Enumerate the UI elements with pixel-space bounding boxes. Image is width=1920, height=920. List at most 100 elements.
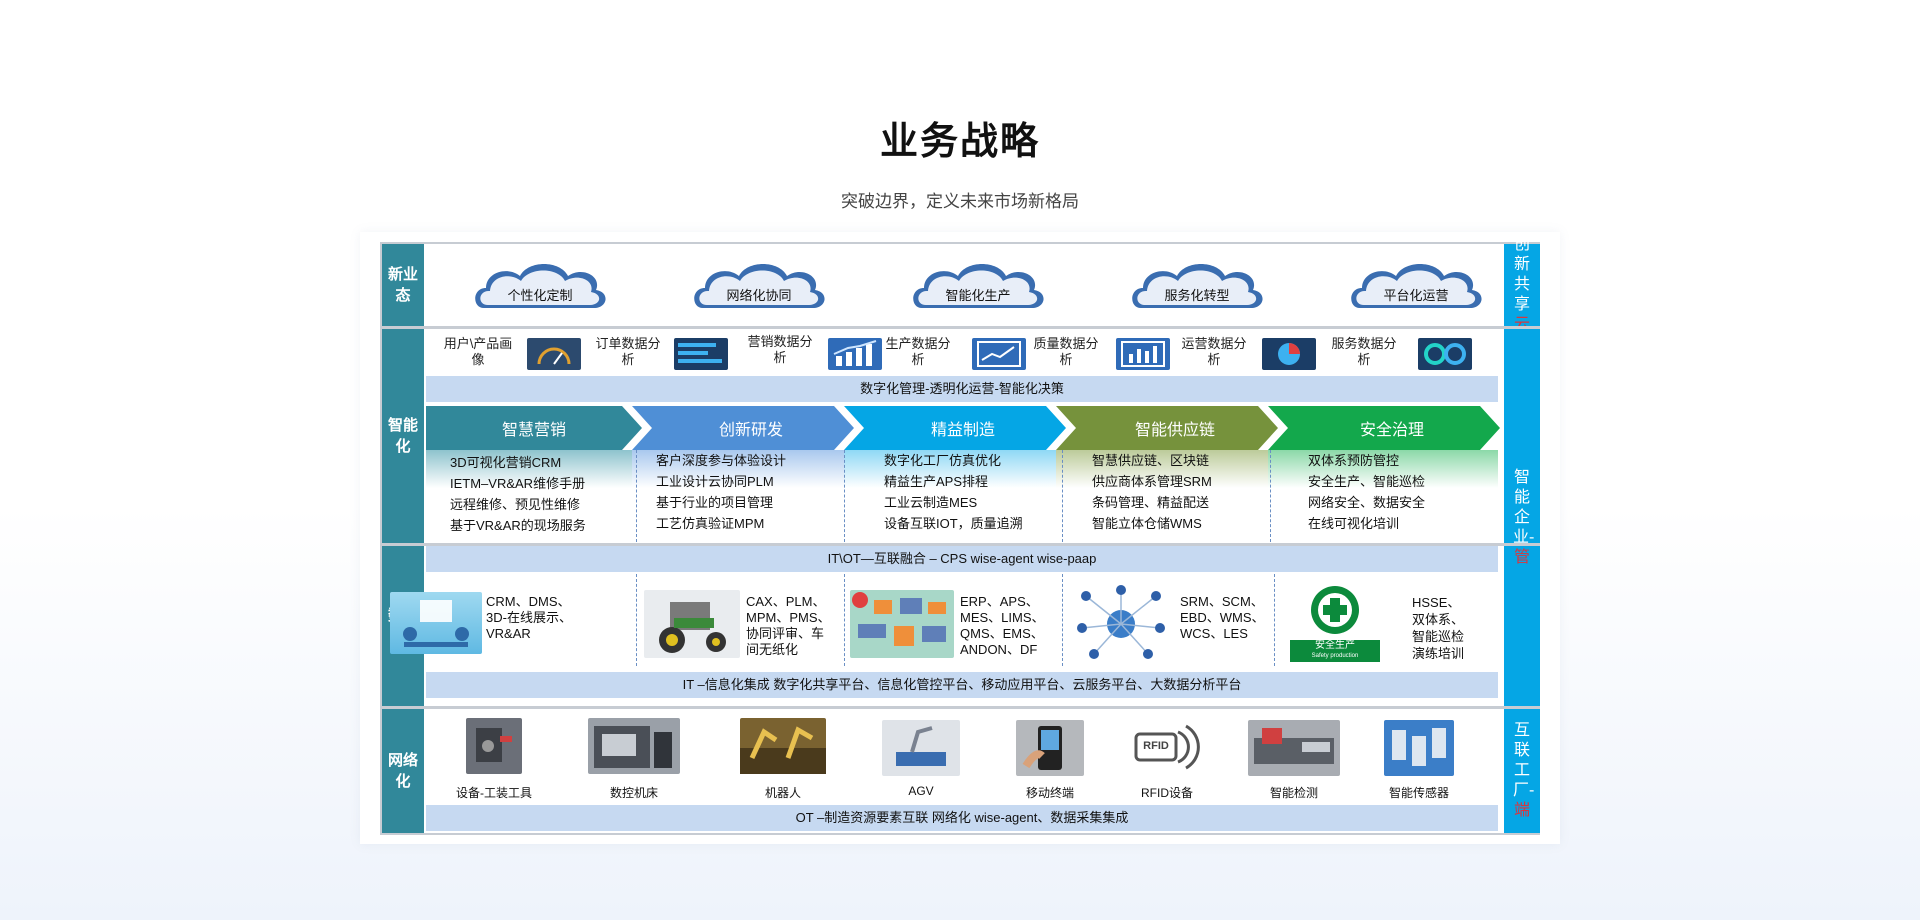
page-title: 业务战略: [879, 121, 1040, 163]
system-line: 3D-在线展示、: [486, 610, 572, 625]
analysis-label-production: 生产数据分析: [885, 336, 951, 367]
cloud-label: 个性化定制: [507, 288, 573, 303]
right-label-cloud-text: 创新共享: [1513, 236, 1530, 313]
list-item: 3D可视化营销CRM: [450, 455, 562, 470]
cloud-smart-production: 智能化生产: [908, 258, 1048, 314]
system-line: VR&AR: [486, 626, 531, 641]
digital-text-erp: ERP、APS、 MES、LIMS、 QMS、EMS、 ANDON、DF: [960, 594, 1056, 658]
robot-line-image: [740, 718, 826, 774]
pie-chart-icon: [1262, 338, 1316, 370]
dashed-separator: [1062, 574, 1063, 666]
cloud-icon: [694, 264, 825, 308]
list-item: 工业云制造MES: [884, 495, 978, 510]
system-line: 双体系、: [1412, 612, 1465, 627]
bar-ot-network: OT –制造资源要素互联 网络化 wise-agent、数据采集集成: [426, 805, 1498, 831]
device-label-agv: AGV: [908, 784, 934, 798]
chevron-fade: [844, 450, 1056, 488]
device-label-mobile: 移动终端: [1025, 786, 1074, 800]
bar-it-integration: IT –信息化集成 数字化共享平台、信息化管控平台、移动应用平台、云服务平台、大…: [426, 672, 1498, 698]
list-item: 基于VR&AR的现场服务: [450, 518, 586, 533]
cloud-network-collab: 网络化协同: [689, 258, 829, 314]
list-item: 智能立体仓储WMS: [1092, 516, 1202, 531]
cloud-icon: [1351, 264, 1482, 308]
tractor-image: [644, 590, 740, 658]
list-item: 供应商体系管理SRM: [1092, 474, 1212, 489]
analysis-label-operations: 运营数据分析: [1181, 336, 1247, 367]
list-safety-governance: 双体系预防管控 安全生产、智能巡检 网络安全、数据安全 在线可视化培训: [1308, 450, 1488, 534]
list-item: IETM–VR&AR维修手册: [450, 476, 586, 491]
right-label-enterprise-text: 智能企业-: [1513, 468, 1535, 546]
business-strategy-diagram: 新业态 智能化 数字化 网络化 创新共享云 智能企业-管 互联工厂-端 个性化定…: [380, 236, 1540, 835]
gauge-icon: [527, 338, 581, 370]
chevron-fade: [632, 450, 844, 488]
system-line: 协同评审、车: [746, 626, 825, 641]
bar-it-ot-fusion: IT\OT—互联融合 – CPS wise-agent wise-paap: [426, 546, 1498, 572]
row-label-network: 网络化: [382, 709, 424, 833]
device-label-rfid: RFID设备: [1141, 786, 1193, 800]
page-heading: 业务战略 突破边界，定义未来市场新格局: [0, 110, 1920, 212]
list-item: 工艺仿真验证MPM: [656, 516, 765, 531]
system-line: MES、LIMS、: [960, 610, 1045, 625]
system-line: WCS、LES: [1180, 626, 1248, 641]
system-line: QMS、EMS、: [960, 626, 1044, 641]
system-line: CAX、PLM、: [746, 594, 826, 609]
list-item: 智慧供应链、区块链: [1092, 453, 1210, 468]
crm-screen-image: [390, 592, 482, 654]
list-item: 数字化工厂仿真优化: [884, 453, 1002, 468]
row-label-new-business: 新业态: [382, 244, 424, 326]
chevron-fade: [1268, 450, 1498, 488]
analysis-label-quality: 质量数据分析: [1033, 336, 1099, 367]
dashed-separator: [636, 450, 637, 542]
inspection-image: [1248, 720, 1340, 776]
right-label-factory-text: 互联工厂-: [1513, 722, 1535, 799]
chevron-lean-manufacturing: 精益制造: [844, 406, 1066, 450]
cloud-icon: [1132, 264, 1263, 308]
rfid-icon: RFID: [1132, 718, 1202, 774]
list-item: 精益生产APS排程: [884, 474, 989, 489]
list-lean-manufacturing: 数字化工厂仿真优化 精益生产APS排程 工业云制造MES 设备互联IOT，质量追…: [884, 450, 1060, 534]
list-item: 条码管理、精益配送: [1092, 495, 1210, 510]
system-line: ANDON、DF: [960, 642, 1038, 657]
cnc-machine-image: [588, 718, 680, 774]
bar-list-icon: [674, 338, 728, 370]
system-line: CRM、DMS、: [486, 594, 571, 609]
system-line: EBD、WMS、: [1180, 610, 1265, 625]
supply-network-image: [1072, 584, 1170, 662]
list-item: 在线可视化培训: [1308, 516, 1400, 531]
agv-image: [882, 720, 960, 776]
device-label-sensor: 智能传感器: [1388, 786, 1449, 800]
cloud-label: 智能化生产: [945, 288, 1011, 303]
chevron-safety-governance: 安全治理: [1268, 406, 1500, 450]
safety-cross-logo: 安全生产 Safety production: [1290, 584, 1380, 662]
safety-badge: 安全生产 Safety production: [1290, 640, 1380, 662]
safety-badge-en: Safety production: [1311, 653, 1359, 659]
cloud-personalized: 个性化定制: [470, 258, 610, 314]
dashed-separator: [636, 574, 637, 666]
cloud-label: 服务化转型: [1164, 288, 1230, 303]
dashed-separator: [1270, 450, 1271, 542]
tooling-image: [466, 718, 522, 774]
list-item: 安全生产、智能巡检: [1308, 474, 1426, 489]
list-item: 基于行业的项目管理: [656, 495, 774, 510]
device-label-robot: 机器人: [764, 786, 801, 800]
system-line: HSSE、: [1412, 595, 1461, 610]
list-item: 网络安全、数据安全: [1308, 495, 1426, 510]
column-chart-icon: [1116, 338, 1170, 370]
analysis-label-marketing: 营销数据分析: [747, 334, 813, 365]
cloud-icon: [913, 264, 1044, 308]
list-smart-supply-chain: 智慧供应链、区块链 供应商体系管理SRM 条码管理、精益配送 智能立体仓储WMS: [1092, 450, 1268, 534]
device-label-cnc: 数控机床: [609, 786, 658, 800]
digital-text-srm: SRM、SCM、 EBD、WMS、 WCS、LES: [1180, 594, 1270, 642]
line-chart-icon: [972, 338, 1026, 370]
rfid-icon-text: RFID: [1143, 740, 1169, 752]
right-label-cloud: 创新共享云: [1504, 236, 1540, 333]
list-item: 客户深度参与体验设计: [656, 453, 787, 468]
chevron-fade: [426, 450, 632, 488]
device-label-inspection: 智能检测: [1269, 786, 1318, 800]
dashed-separator: [844, 574, 845, 666]
trend-chart-icon: [828, 338, 882, 370]
list-item: 远程维修、预见性维修: [450, 497, 581, 512]
system-line: MPM、PMS、: [746, 610, 831, 625]
cloud-label: 网络化协同: [726, 288, 792, 303]
list-item: 双体系预防管控: [1308, 453, 1400, 468]
